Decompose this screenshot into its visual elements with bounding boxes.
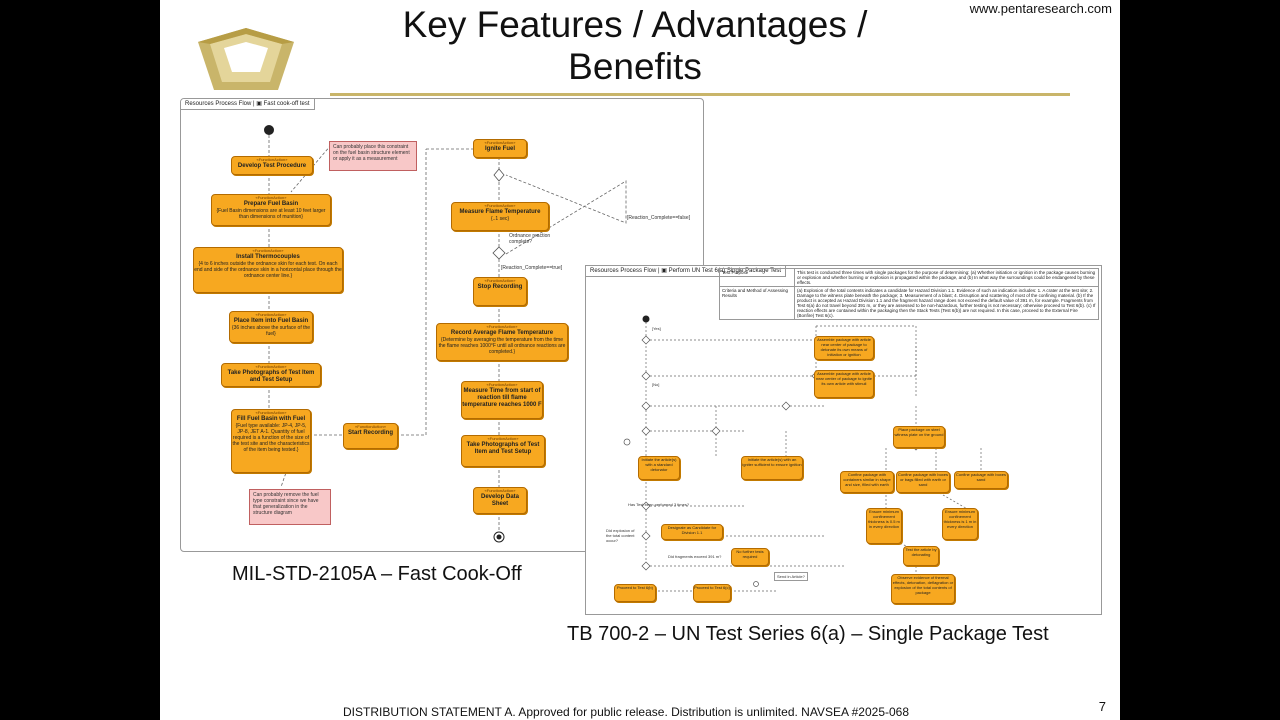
activity-proceed-test-6c: Proceed to Test 6(c) xyxy=(693,584,731,602)
activity-no-further-tests: No further tests required xyxy=(731,548,769,566)
table-row: Criteria and Method of Assessing Results… xyxy=(719,286,1099,320)
constraint-note-fuel-basin: Can probably place this constraint on th… xyxy=(329,141,417,171)
activity-install-thermocouples: «FunctionAction»Install Thermocouples{4 … xyxy=(193,247,343,293)
activity-confine-containers: Confine package with containers similar … xyxy=(840,471,894,493)
guard-reaction-false: [Reaction_Complete==false] xyxy=(627,215,691,221)
slide: Key Features / Advantages / Benefits www… xyxy=(160,0,1120,720)
activity-observe-evidence: Observe evidence of thermal effects, det… xyxy=(891,574,955,604)
title-divider xyxy=(330,93,1070,96)
activity-ensure-confinement-half-metre: Ensure minimum confinement thickness is … xyxy=(866,508,902,544)
activity-test-article: Test the article by detonating xyxy=(903,546,939,566)
activity-place-item-into-fuel-basin: «FunctionAction»Place Item into Fuel Bas… xyxy=(229,311,313,343)
activity-record-average-flame-temperature: «FunctionAction»Record Average Flame Tem… xyxy=(436,323,568,361)
activity-confine-boxes-sand: Confine package with boxes sand xyxy=(954,471,1008,489)
activity-proceed-test-6b: Proceed to Test 6(b) xyxy=(614,584,656,602)
activity-develop-test-procedure: «FunctionAction»Develop Test Procedure xyxy=(231,156,313,175)
activity-fill-fuel-basin: «FunctionAction»Fill Fuel Basin with Fue… xyxy=(231,409,311,473)
diagram-frame-label: Resources Process Flow | ▣ Fast cook-off… xyxy=(181,99,315,110)
note-send-article: Send in Article? xyxy=(774,572,808,581)
decision-explosion-occurred: Did explosion of the total content occur… xyxy=(606,528,635,543)
activity-measure-flame-temperature: «FunctionAction»Measure Flame Temperatur… xyxy=(451,202,549,231)
caption-un-test-series: TB 700-2 – UN Test Series 6(a) – Single … xyxy=(567,623,1049,645)
activity-designate-division-1-1: Designate as Candidate for Division 1.1 xyxy=(661,524,723,540)
constraint-note-fuel-type: Can probably remove the fuel type constr… xyxy=(249,489,331,525)
decision-test-performed-3-times: Has Test been performed 3 times? xyxy=(628,502,690,507)
diagram2-connectors xyxy=(623,315,982,592)
activity-develop-data-sheet: «FunctionAction»Develop Data Sheet xyxy=(473,487,527,514)
activity-assemble-package-2: Assemble package with article near cente… xyxy=(814,370,874,398)
decision-ordnance-reaction-complete: Ordnance reaction complete? xyxy=(509,233,551,245)
decision-fragments-exceed: Did fragments exceed 391 m? xyxy=(668,554,722,559)
distribution-statement: DISTRIBUTION STATEMENT A. Approved for p… xyxy=(343,705,910,719)
activity-confine-boxes-earth: Confine package with boxes or bags fille… xyxy=(896,471,950,493)
guard-no: [No] xyxy=(652,382,660,387)
activity-measure-time: «FunctionAction»Measure Time from start … xyxy=(461,381,543,419)
activity-prepare-fuel-basin: «FunctionAction»Prepare Fuel Basin{Fuel … xyxy=(211,194,331,226)
activity-stop-recording: «FunctionAction»Stop Recording xyxy=(473,277,527,306)
activity-ignite-fuel: «FunctionAction»Ignite Fuel xyxy=(473,139,527,158)
activity-place-package-on-witness-plate: Place package on steel witness plate on … xyxy=(893,426,945,448)
caption-fast-cookoff: MIL-STD-2105A – Fast Cook-Off xyxy=(232,563,522,585)
activity-initiate-detonator: Initiate the article(s) with a standard … xyxy=(638,456,680,480)
page-number: 7 xyxy=(1098,699,1106,714)
pentagon-logo xyxy=(190,22,302,99)
activity-ensure-confinement-one-metre: Ensure minimum confinement thickness is … xyxy=(942,508,978,540)
activity-assemble-package-1: Assemble package with article near cente… xyxy=(814,336,874,360)
diagram1-connectors xyxy=(264,125,627,543)
activity-take-photographs-2: «FunctionAction»Take Photographs of Test… xyxy=(461,435,545,467)
activity-initiate-igniter: Initiate the article(s) with an igniter … xyxy=(741,456,803,480)
activity-take-photographs-1: «FunctionAction»Take Photographs of Test… xyxy=(221,363,321,387)
website-url: www.pentaresearch.com xyxy=(969,1,1112,16)
page-title: Key Features / Advantages / Benefits xyxy=(402,4,868,87)
guard-reaction-true: [Reaction_Complete==true] xyxy=(501,265,563,271)
guard-yes: [Yes] xyxy=(652,326,661,331)
un-test-6a-activity-diagram: Resources Process Flow | ▣ Perform UN Te… xyxy=(585,265,1102,615)
activity-start-recording: «FunctionAction»Start Recording xyxy=(343,423,398,449)
